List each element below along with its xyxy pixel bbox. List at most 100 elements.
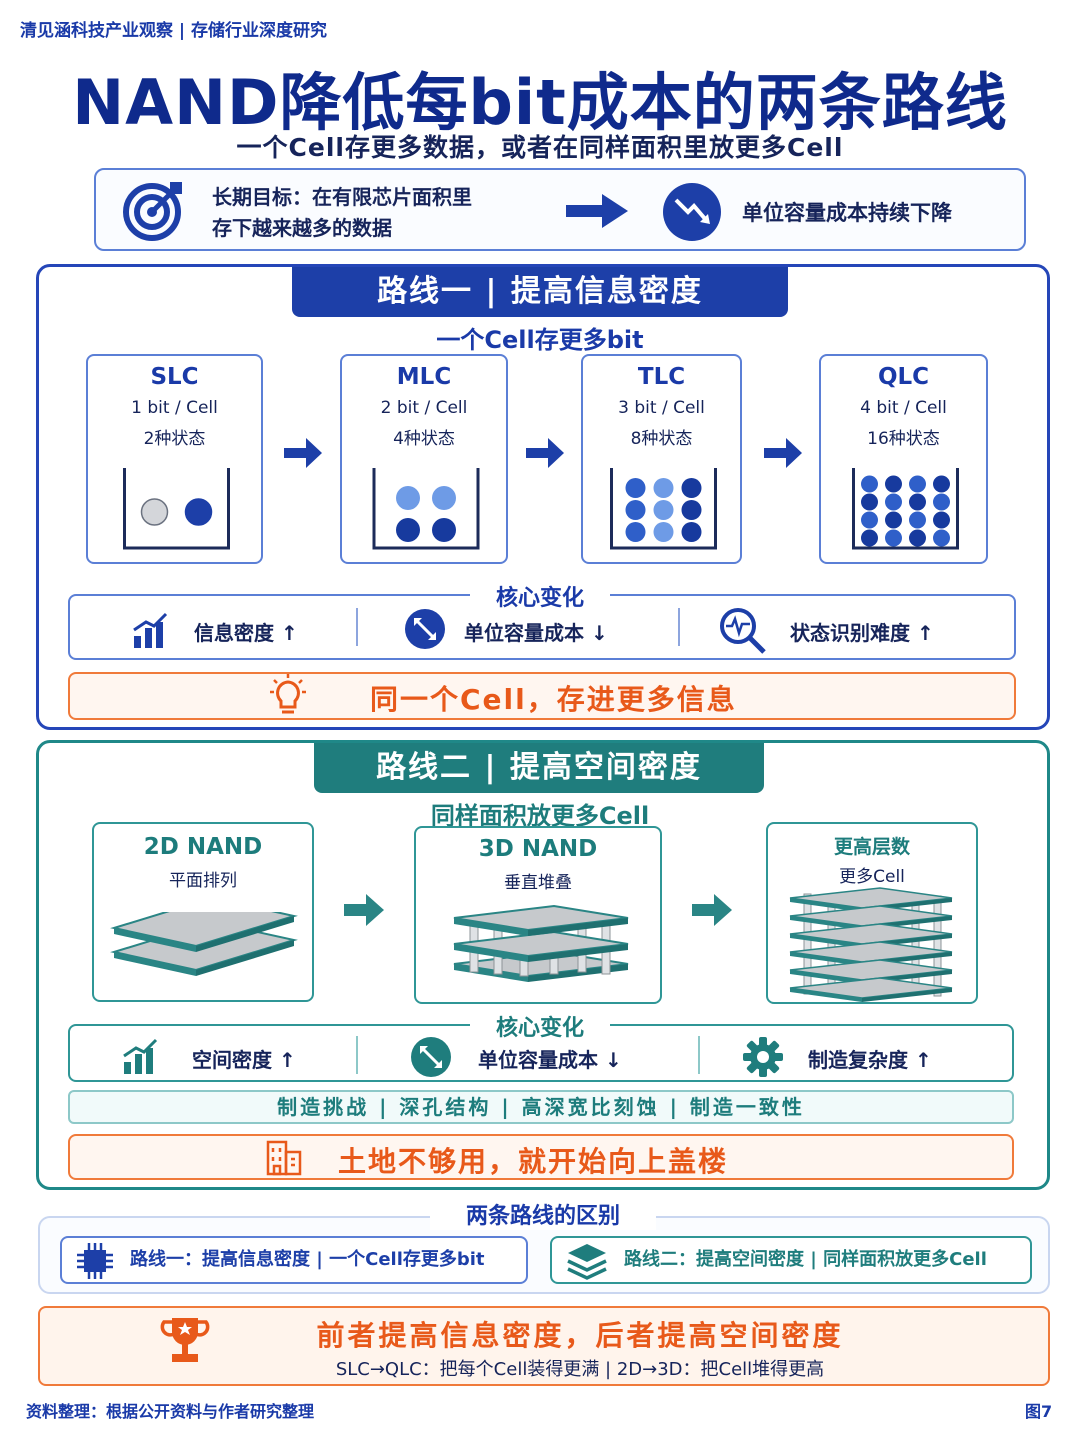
cell-state-dot [681, 500, 702, 520]
diff-route1-text: 路线一：提高信息密度 | 一个Cell存更多bit [130, 1249, 485, 1270]
card-bits: 1 bit / Cell [131, 398, 218, 418]
figure-number: 图7 [1025, 1402, 1053, 1421]
diff-title: 两条路线的区别 [430, 1198, 656, 1230]
card-desc: 更多Cell [839, 867, 905, 887]
arrow-icon [526, 438, 564, 468]
divider [698, 1036, 700, 1074]
arrow-icon [284, 438, 322, 468]
cell-state-dot [396, 518, 420, 542]
card-desc: 垂直堆叠 [504, 873, 572, 893]
cell-state-dot [653, 500, 674, 520]
bar-chart-icon [123, 1038, 158, 1074]
page-title: NAND降低每bit成本的两条路线 [72, 66, 1008, 139]
layers-icon [567, 1244, 607, 1280]
resize-icon [411, 1037, 451, 1077]
cell-state-dot [885, 475, 902, 493]
card-title: MLC [396, 364, 452, 390]
cell-state-dot [432, 518, 456, 542]
route1-core-2: 单位容量成本 ↓ [464, 621, 608, 645]
card-2d-nand: 2D NAND 平面排列 [92, 822, 314, 1002]
cell-state-dot [909, 529, 926, 547]
card-bits: 2 bit / Cell [380, 398, 468, 418]
route1-banner: 路线一 | 提高信息密度 [292, 267, 788, 317]
card-bits: 3 bit / Cell [618, 398, 705, 418]
conclusion-sub: SLC→QLC：把每个Cell装得更满 | 2D→3D：把Cell堆得更高 [335, 1359, 825, 1380]
cell-state-dot [933, 511, 950, 529]
cell-state-dot [909, 475, 926, 493]
cell-card-tlc: TLC 3 bit / Cell 8种状态 [581, 354, 742, 564]
card-desc: 平面排列 [169, 871, 237, 891]
cell-bucket-icon [610, 468, 717, 550]
route1-core-3: 状态识别难度 ↑ [790, 621, 934, 645]
goal-box [94, 168, 1026, 251]
header-tag: 清见涵科技产业观察 | 存储行业深度研究 [20, 21, 328, 41]
cell-state-dot [861, 493, 878, 511]
card-bits: 4 bit / Cell [860, 398, 947, 418]
route1-section [36, 264, 1050, 730]
route1-core-title: 核心变化 [470, 580, 610, 612]
card-title: TLC [637, 364, 686, 390]
arrow-icon [344, 894, 384, 926]
card-title: 3D NAND [478, 836, 598, 862]
cell-state-dot [933, 529, 950, 547]
diff-route2-text: 路线二：提高空间密度 | 同样面积放更多Cell [624, 1249, 987, 1270]
route1-slogan: 同一个Cell，存进更多信息 [370, 683, 737, 716]
route1-subtitle: 一个Cell存更多bit [436, 326, 644, 354]
goal-line2: 存下越来越多的数据 [212, 216, 392, 240]
cell-state-dot [653, 478, 674, 498]
cell-state-dot [885, 493, 902, 511]
route2-core-1: 空间密度 ↑ [192, 1048, 296, 1072]
lightbulb-icon [270, 674, 306, 714]
page-subtitle: 一个Cell存更多数据，或者在同样面积里放更多Cell [236, 133, 844, 162]
conclusion-main: 前者提高信息密度，后者提高空间密度 [316, 1319, 844, 1352]
search-wave-icon [720, 608, 766, 654]
goal-text: 长期目标：在有限芯片面积里 存下越来越多的数据 [212, 182, 472, 244]
card-states: 2种状态 [143, 429, 206, 449]
card-states: 8种状态 [630, 429, 693, 449]
gear-icon [743, 1037, 783, 1077]
cell-card-mlc: MLC 2 bit / Cell 4种状态 [340, 354, 508, 564]
right-arrow-icon [566, 194, 628, 228]
cell-state-dot [140, 498, 169, 526]
cost-down-icon [663, 183, 721, 241]
card-title: 2D NAND [143, 834, 263, 860]
card-states: 4种状态 [393, 429, 455, 449]
diff-route2: 路线二：提高空间密度 | 同样面积放更多Cell [550, 1236, 1032, 1284]
route2-slogan: 土地不够用，就开始向上盖楼 [338, 1145, 729, 1178]
route2-challenges: 制造挑战 | 深孔结构 | 高深宽比刻蚀 | 制造一致性 [68, 1090, 1014, 1124]
cell-bucket-icon [852, 468, 959, 550]
divider [356, 608, 358, 646]
building-icon [266, 1140, 302, 1176]
route1-core-1: 信息密度 ↑ [194, 621, 298, 645]
route2-core-title: 核心变化 [470, 1010, 610, 1042]
divider [678, 608, 680, 646]
cell-state-dot [933, 493, 950, 511]
route2-core-2: 单位容量成本 ↓ [478, 1048, 622, 1072]
conclusion-box [38, 1306, 1050, 1386]
cell-state-dot [909, 511, 926, 529]
cell-state-dot [861, 511, 878, 529]
card-higher-layers: 更高层数 更多Cell [766, 822, 978, 1004]
route1-slogan-box [68, 672, 1016, 720]
card-title: SLC [150, 364, 199, 390]
card-states: 16种状态 [867, 429, 940, 449]
target-icon [123, 182, 182, 241]
cell-state-dot [861, 475, 878, 493]
planar-layers-icon [110, 912, 298, 976]
cell-card-slc: SLC 1 bit / Cell 2种状态 [86, 354, 263, 564]
cell-state-dot [909, 493, 926, 511]
card-title: 更高层数 [833, 836, 910, 858]
cell-state-dot [681, 522, 702, 542]
cell-card-qlc: QLC 4 bit / Cell 16种状态 [819, 354, 988, 564]
cell-state-dot [885, 511, 902, 529]
arrow-icon [764, 438, 802, 468]
route2-banner: 路线二 | 提高空间密度 [314, 743, 764, 793]
resize-icon [405, 609, 445, 649]
card-title: QLC [877, 364, 930, 390]
chip-icon [77, 1243, 113, 1279]
vertical-stack-icon [453, 904, 629, 982]
cell-bucket-icon [123, 468, 230, 550]
card-3d-nand: 3D NAND 垂直堆叠 [414, 826, 662, 1004]
route2-subtitle: 同样面积放更多Cell [430, 802, 650, 830]
cell-state-dot [885, 529, 902, 547]
